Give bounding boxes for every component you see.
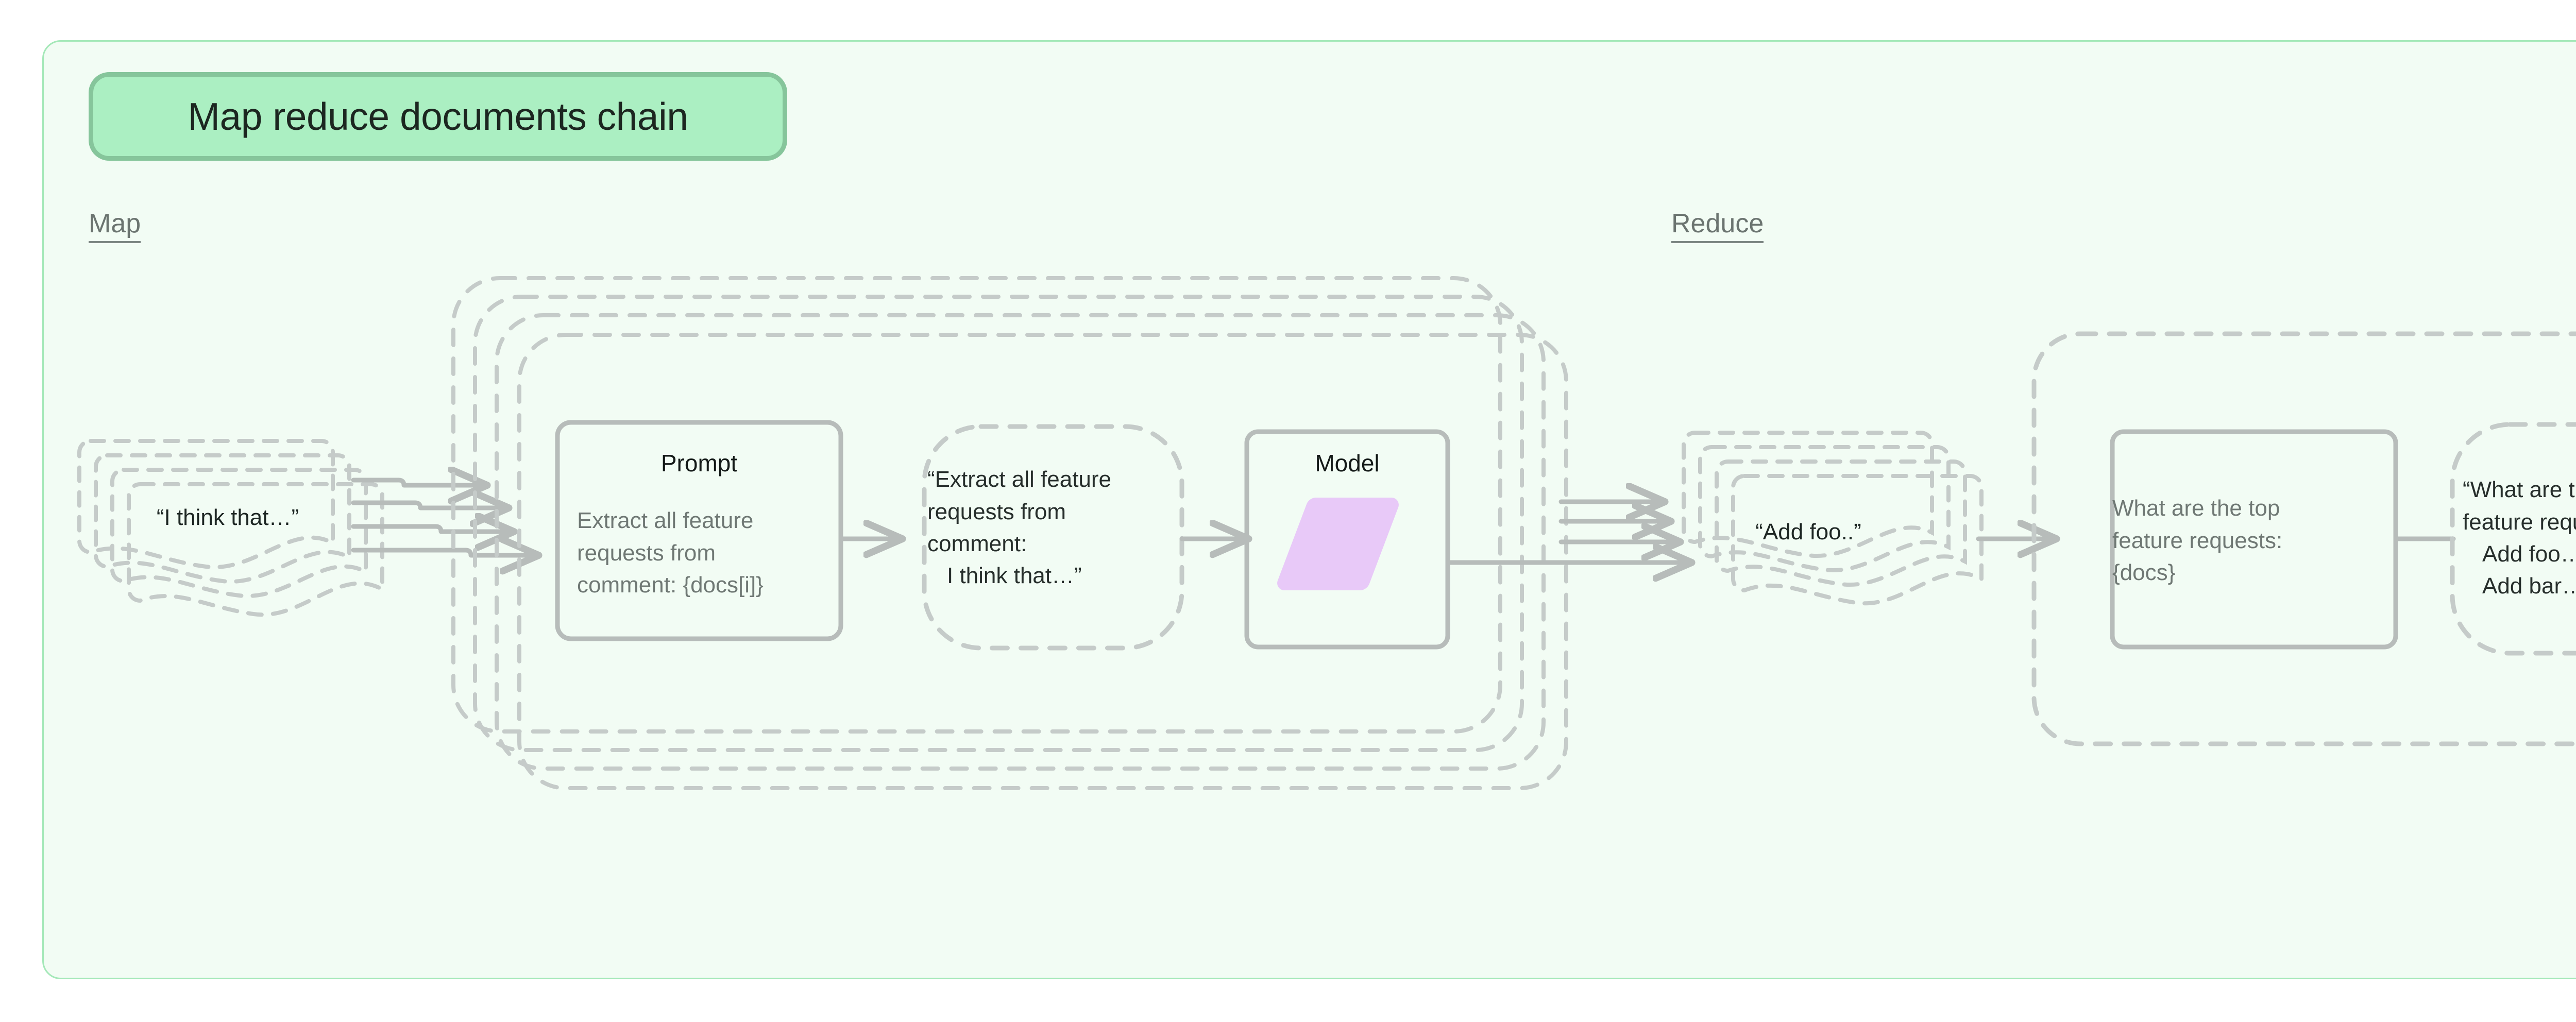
map-rendered-prompt-text: “Extract all feature requests from comme… [927,467,1112,589]
section-label-reduce: Reduce [1671,210,1764,243]
reduce-rendered-prompt-text: “What are the top feature requests: Add … [2463,477,2576,599]
map-prompt-card-body: Extract all feature requests from commen… [577,508,764,598]
reduce-prompt-card-body: What are the top feature requests: {docs… [2112,496,2283,586]
page-title: Map reduce documents chain [188,95,688,138]
map-prompt-card-text: Prompt Extract all feature requests from… [557,422,841,628]
section-label-map: Map [89,210,141,243]
input-document-label: “I think that…” [156,505,299,530]
diagram-title-pill: Map reduce documents chain [89,72,787,161]
map-prompt-card-title: Prompt [660,450,738,477]
map-model-card-title: Model [1315,450,1380,476]
output-document-label: “Add foo..” [1755,519,1861,544]
